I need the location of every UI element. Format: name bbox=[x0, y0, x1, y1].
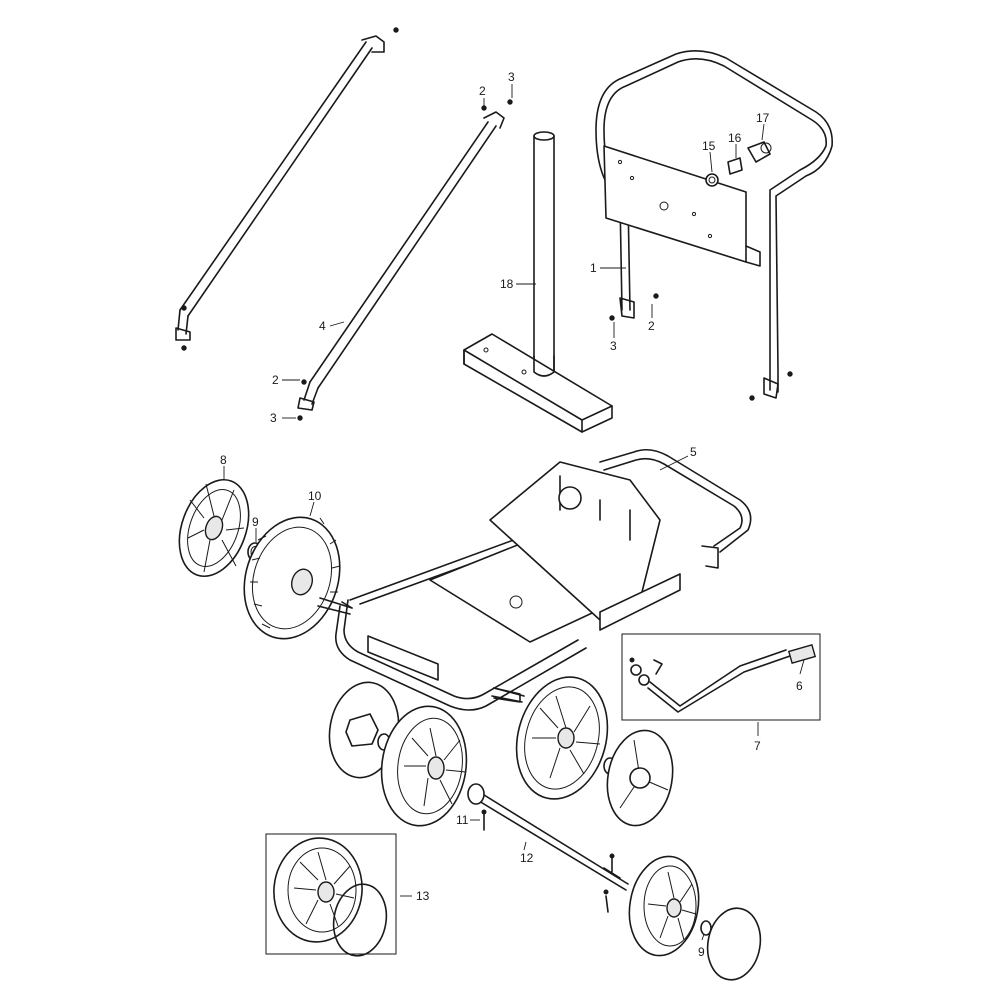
callout-11: 11 bbox=[456, 813, 469, 827]
callout-16: 16 bbox=[728, 131, 742, 145]
wheel-rear-center bbox=[515, 676, 609, 800]
leader-lines bbox=[223, 84, 805, 941]
callout-3-right: 3 bbox=[610, 339, 617, 353]
callout-3-top: 3 bbox=[508, 70, 515, 84]
wheel-rear-left bbox=[380, 705, 468, 827]
callout-12: 12 bbox=[520, 851, 534, 865]
upper-left-brace bbox=[175, 27, 399, 351]
callout-5: 5 bbox=[690, 445, 697, 459]
axle-stubs bbox=[317, 597, 525, 703]
wheel-kit-13-box bbox=[265, 833, 397, 957]
callout-15: 15 bbox=[702, 139, 716, 153]
callout-2-right: 2 bbox=[648, 319, 655, 333]
callout-2-top: 2 bbox=[479, 84, 486, 98]
hub-plate-right bbox=[603, 729, 674, 827]
callout-labels: 1 2 3 2 3 2 3 4 18 5 6 7 8 9 10 11 12 13… bbox=[220, 70, 803, 959]
callout-4: 4 bbox=[319, 319, 326, 333]
callout-8: 8 bbox=[220, 453, 227, 467]
hub-cap bbox=[178, 478, 250, 578]
axle bbox=[467, 783, 629, 913]
callout-1: 1 bbox=[590, 261, 597, 275]
handle-frame bbox=[595, 50, 833, 401]
callout-3-left: 3 bbox=[270, 411, 277, 425]
callout-17: 17 bbox=[756, 111, 770, 125]
callout-13: 13 bbox=[416, 889, 430, 903]
base-frame bbox=[334, 448, 752, 711]
callout-9-lower: 9 bbox=[698, 945, 705, 959]
callout-7: 7 bbox=[754, 739, 761, 753]
callout-6: 6 bbox=[796, 679, 803, 693]
post-assembly bbox=[463, 131, 613, 433]
callout-9-upper: 9 bbox=[252, 515, 259, 529]
wheel-front bbox=[243, 516, 341, 640]
callout-18: 18 bbox=[500, 277, 514, 291]
callout-2-left: 2 bbox=[272, 373, 279, 387]
callout-10: 10 bbox=[308, 489, 322, 503]
wheel-lower-right bbox=[628, 855, 762, 981]
kit-7-box bbox=[621, 633, 821, 721]
hub-plate-left bbox=[328, 681, 400, 779]
middle-brace bbox=[297, 99, 513, 421]
